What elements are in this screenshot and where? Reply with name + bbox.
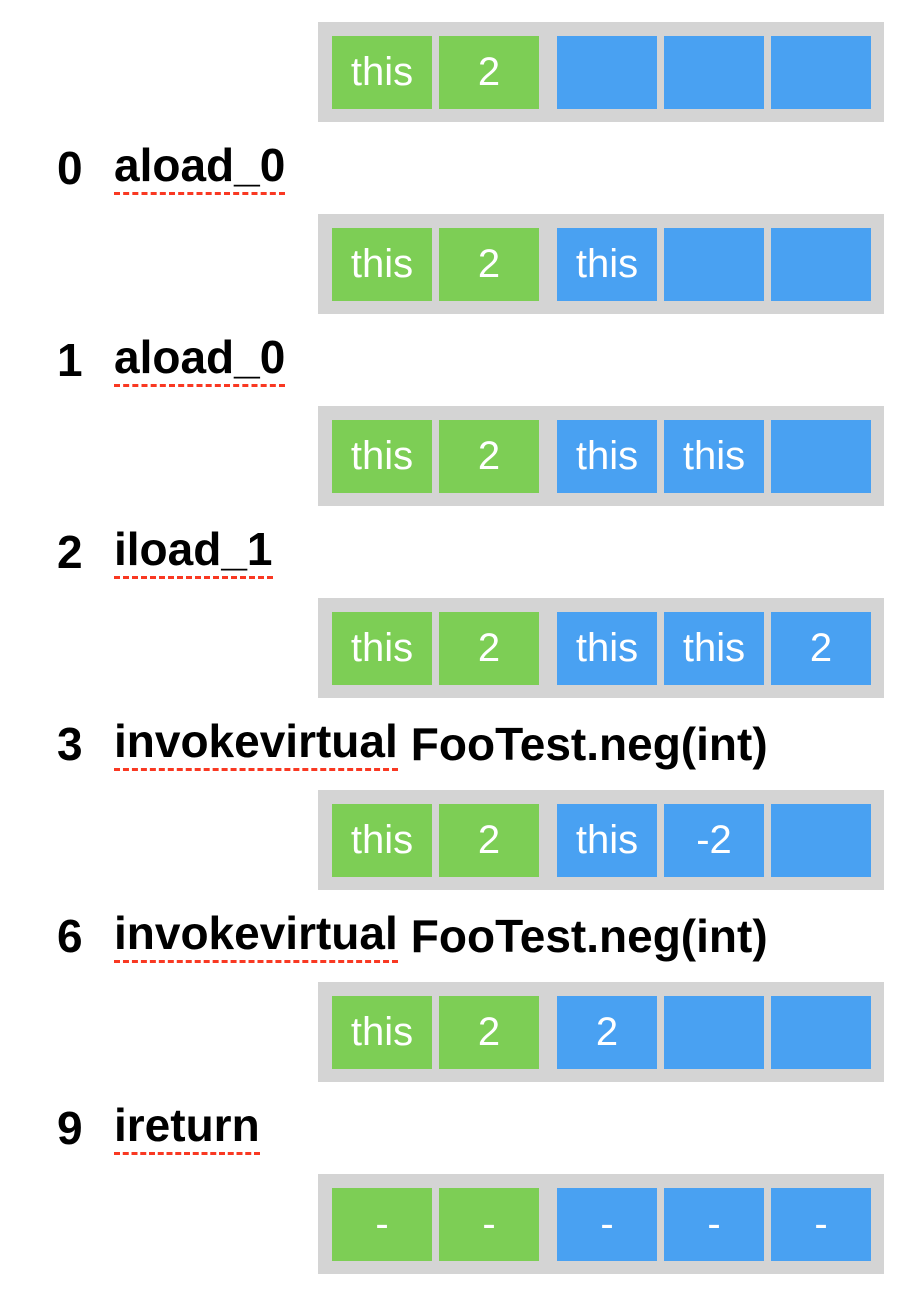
operand-stack-cell: - xyxy=(557,1187,657,1261)
instruction-operand: FooTest.neg(int) xyxy=(410,718,768,770)
local-variable-cell: this xyxy=(332,611,432,685)
operand-stack-cell xyxy=(557,35,657,109)
operand-stack-cell: this xyxy=(557,419,657,493)
instruction-mnemonic: aload_0 xyxy=(114,141,286,195)
instruction-offset: 1 xyxy=(57,334,83,386)
local-variable-cell: this xyxy=(332,803,432,877)
instruction-offset: 9 xyxy=(57,1102,83,1154)
operand-stack-group: this xyxy=(557,227,871,301)
operand-stack-cell xyxy=(664,227,764,301)
instruction-line: 9 ireturn xyxy=(0,1082,908,1174)
instruction-line: 2 iload_1 xyxy=(0,506,908,598)
operand-stack-group: --- xyxy=(557,1187,871,1261)
local-variable-cell: 2 xyxy=(439,419,539,493)
local-variable-cell: this xyxy=(332,995,432,1069)
operand-stack-cell xyxy=(664,995,764,1069)
operand-stack-cell xyxy=(771,227,871,301)
operand-stack-cell: 2 xyxy=(771,611,871,685)
instruction-operand: FooTest.neg(int) xyxy=(410,910,768,962)
operand-stack-cell: this xyxy=(557,803,657,877)
stack-frame-state: ----- xyxy=(318,1174,884,1274)
operand-stack-cell xyxy=(771,803,871,877)
instruction-mnemonic: ireturn xyxy=(114,1101,260,1155)
operand-stack-cell: this xyxy=(557,611,657,685)
operand-stack-cell xyxy=(664,35,764,109)
instruction-line: 0 aload_0 xyxy=(0,122,908,214)
local-variable-cell: 2 xyxy=(439,803,539,877)
instruction-mnemonic: aload_0 xyxy=(114,333,286,387)
local-variable-cell: 2 xyxy=(439,611,539,685)
operand-stack-cell: this xyxy=(664,419,764,493)
local-variables-group: -- xyxy=(332,1187,539,1261)
local-variable-cell: 2 xyxy=(439,227,539,301)
local-variable-cell: - xyxy=(332,1187,432,1261)
local-variable-cell: this xyxy=(332,419,432,493)
local-variable-cell: 2 xyxy=(439,35,539,109)
operand-stack-cell: this xyxy=(664,611,764,685)
instruction-offset: 0 xyxy=(57,142,83,194)
local-variable-cell: this xyxy=(332,227,432,301)
instruction-mnemonic: invokevirtual xyxy=(114,909,398,963)
operand-stack-cell: -2 xyxy=(664,803,764,877)
operand-stack-cell: 2 xyxy=(557,995,657,1069)
operand-stack-cell: - xyxy=(771,1187,871,1261)
operand-stack-group xyxy=(557,35,871,109)
local-variable-cell: this xyxy=(332,35,432,109)
operand-stack-cell: this xyxy=(557,227,657,301)
instruction-mnemonic: invokevirtual xyxy=(114,717,398,771)
instruction-line: 1 aload_0 xyxy=(0,314,908,406)
instruction-offset: 6 xyxy=(57,910,83,962)
instruction-mnemonic: iload_1 xyxy=(114,525,273,579)
instruction-offset: 3 xyxy=(57,718,83,770)
instruction-offset: 2 xyxy=(57,526,83,578)
operand-stack-group: this-2 xyxy=(557,803,871,877)
local-variable-cell: - xyxy=(439,1187,539,1261)
operand-stack-group: 2 xyxy=(557,995,871,1069)
operand-stack-cell: - xyxy=(664,1187,764,1261)
operand-stack-cell xyxy=(771,419,871,493)
operand-stack-cell xyxy=(771,35,871,109)
operand-stack-cell xyxy=(771,995,871,1069)
local-variable-cell: 2 xyxy=(439,995,539,1069)
